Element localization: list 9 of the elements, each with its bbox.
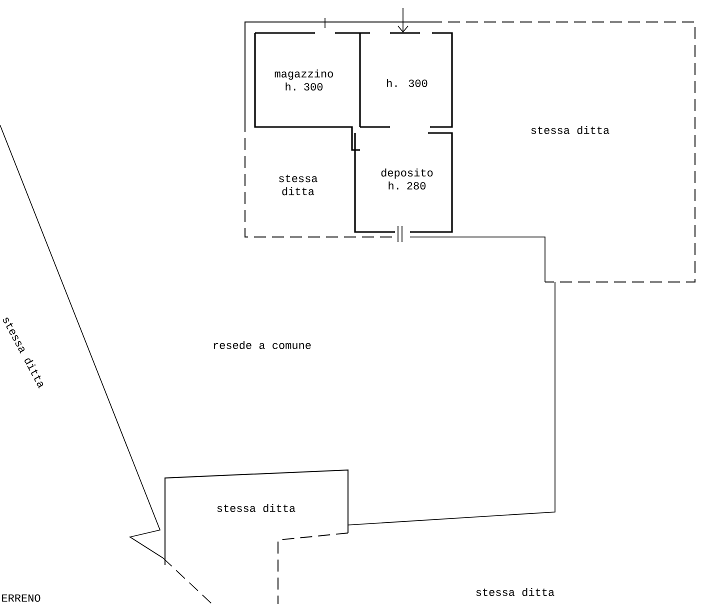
plan-label: ERRENO — [2, 594, 40, 602]
room-label: stessa ditta — [217, 504, 296, 512]
room-label: stessa ditta — [476, 588, 554, 596]
room-label: h. 300 — [387, 78, 428, 88]
room-label: magazzino h. 300 — [274, 69, 333, 91]
room-label: stessa ditta — [531, 126, 610, 134]
room-label: resede a comune — [214, 340, 311, 350]
room-label: deposito h. 280 — [381, 168, 433, 190]
room-label: stessa ditta — [279, 174, 318, 196]
